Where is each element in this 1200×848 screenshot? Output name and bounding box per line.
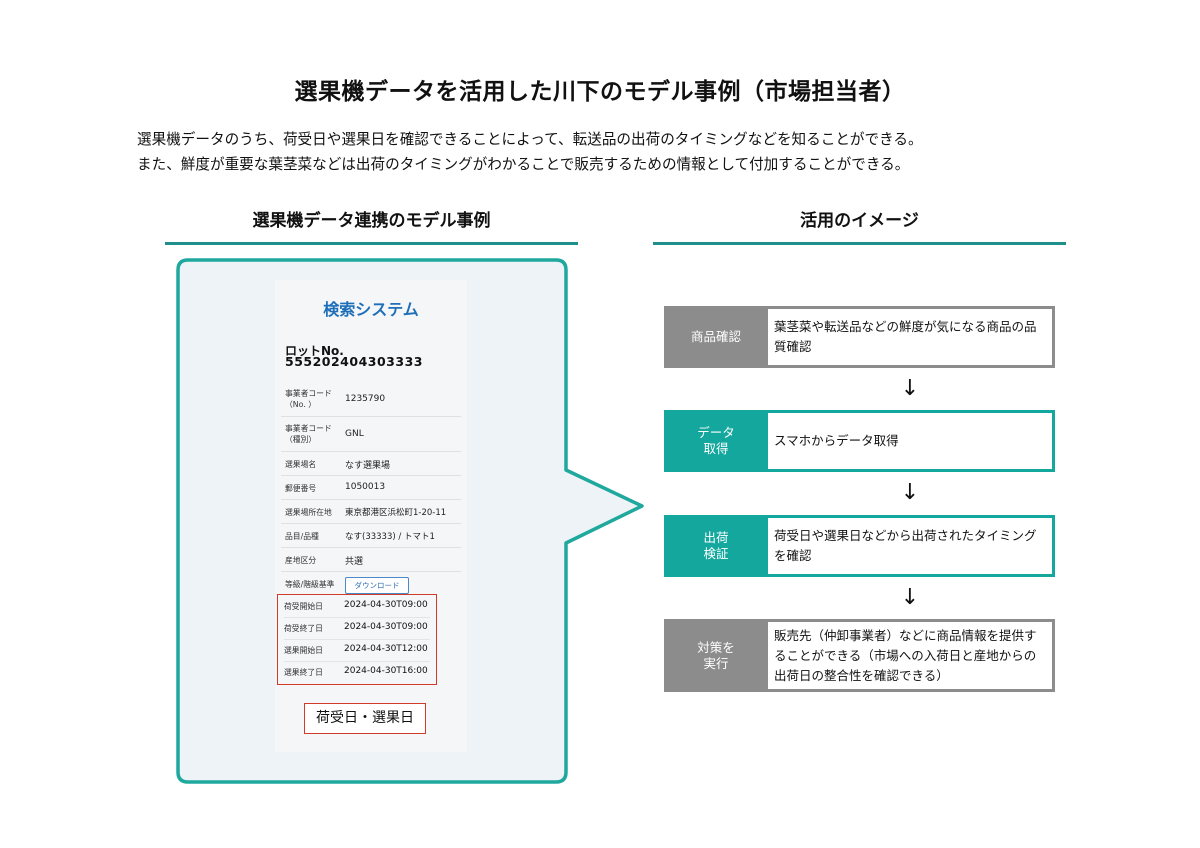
lot-label: ロットNo.: [285, 344, 344, 358]
flow-step-label: 商品確認: [664, 306, 768, 368]
date-value: 2024-04-30T16:00: [344, 666, 428, 676]
date-row: 選果開始日 2024-04-30T12:00: [284, 639, 430, 662]
field-key: 事業者コード （No. ）: [285, 389, 332, 409]
field-key: 郵便番号: [285, 484, 317, 493]
field-row: 産地区分 共選: [281, 548, 461, 572]
description-line-1: 選果機データのうち、荷受日や選果日を確認できることによって、転送品の出荷のタイミ…: [137, 131, 923, 148]
date-value: 2024-04-30T09:00: [344, 622, 428, 632]
field-value: 1235790: [345, 394, 386, 404]
field-value: なす選果場: [345, 461, 391, 471]
field-key: 選果場所在地: [285, 508, 332, 517]
system-title: 検索システム: [323, 300, 419, 319]
description: 選果機データのうち、荷受日や選果日を確認できることによって、転送品の出荷のタイミ…: [137, 127, 1137, 177]
down-arrow-icon: ↓: [900, 376, 920, 401]
left-section-heading: 選果機データ連携のモデル事例: [165, 206, 578, 245]
flow-step-text: スマホからデータ取得: [768, 410, 1055, 472]
flow-step-text: 葉茎菜や転送品などの鮮度が気になる商品の品質確認: [768, 306, 1055, 368]
field-value: 1050013: [345, 482, 386, 492]
field-row: 等級/階級基準 ダウンロード: [281, 572, 461, 596]
field-value: 共選: [345, 557, 364, 567]
field-key: 事業者コード （種別）: [285, 424, 332, 444]
flow-step-shipment-verification: 出荷 検証 荷受日や選果日などから出荷されたタイミングを確認: [664, 515, 1055, 577]
phone-screen: 検索システム ロットNo. 555202404303333 事業者コード （No…: [275, 280, 467, 752]
flow-step-label: 対策を 実行: [664, 619, 768, 692]
date-value: 2024-04-30T12:00: [344, 644, 428, 654]
date-row: 荷受終了日 2024-04-30T09:00: [284, 617, 430, 640]
lot-number: 555202404303333: [285, 354, 423, 369]
field-row: 事業者コード （種別） GNL: [281, 417, 461, 452]
field-key: 品目/品種: [285, 532, 319, 541]
flow-step-label: 出荷 検証: [664, 515, 768, 577]
flow-step-label: データ 取得: [664, 410, 768, 472]
field-row: 郵便番号 1050013: [281, 476, 461, 500]
down-arrow-icon: ↓: [900, 480, 920, 505]
field-row: 品目/品種 なす(33333) / トマト1: [281, 524, 461, 548]
down-arrow-icon: ↓: [900, 585, 920, 610]
date-row: 荷受開始日 2024-04-30T09:00: [284, 595, 430, 618]
flow-step-take-action: 対策を 実行 販売先（仲卸事業者）などに商品情報を提供することができる（市場への…: [664, 619, 1055, 692]
flow-step-text: 荷受日や選果日などから出荷されたタイミングを確認: [768, 515, 1055, 577]
right-section-heading: 活用のイメージ: [653, 206, 1066, 245]
highlight-tag: 荷受日・選果日: [304, 703, 426, 734]
field-value: なす(33333) / トマト1: [345, 532, 435, 542]
field-row: 事業者コード （No. ） 1235790: [281, 382, 461, 417]
field-row: 選果場所在地 東京都港区浜松町1-20-11: [281, 500, 461, 524]
field-key: 産地区分: [285, 556, 317, 565]
field-value: 東京都港区浜松町1-20-11: [345, 508, 447, 518]
date-row: 選果終了日 2024-04-30T16:00: [284, 661, 430, 683]
download-button[interactable]: ダウンロード: [345, 577, 409, 594]
flow-step-text: 販売先（仲卸事業者）などに商品情報を提供することができる（市場への入荷日と産地か…: [768, 619, 1055, 692]
date-key: 荷受開始日: [284, 602, 323, 611]
date-key: 選果終了日: [284, 668, 323, 677]
date-value: 2024-04-30T09:00: [344, 600, 428, 610]
date-highlight-box: 荷受開始日 2024-04-30T09:00 荷受終了日 2024-04-30T…: [277, 594, 437, 685]
field-value: GNL: [345, 429, 364, 439]
description-line-2: また、鮮度が重要な葉茎菜などは出荷のタイミングがわかることで販売するための情報と…: [137, 156, 910, 173]
flow-step-data-acquisition: データ 取得 スマホからデータ取得: [664, 410, 1055, 472]
date-key: 荷受終了日: [284, 624, 323, 633]
field-row: 選果場名 なす選果場: [281, 452, 461, 476]
field-key: 等級/階級基準: [285, 580, 335, 589]
field-key: 選果場名: [285, 460, 317, 469]
date-key: 選果開始日: [284, 646, 323, 655]
flow-step-product-check: 商品確認 葉茎菜や転送品などの鮮度が気になる商品の品質確認: [664, 306, 1055, 368]
page-title: 選果機データを活用した川下のモデル事例（市場担当者）: [294, 79, 906, 105]
